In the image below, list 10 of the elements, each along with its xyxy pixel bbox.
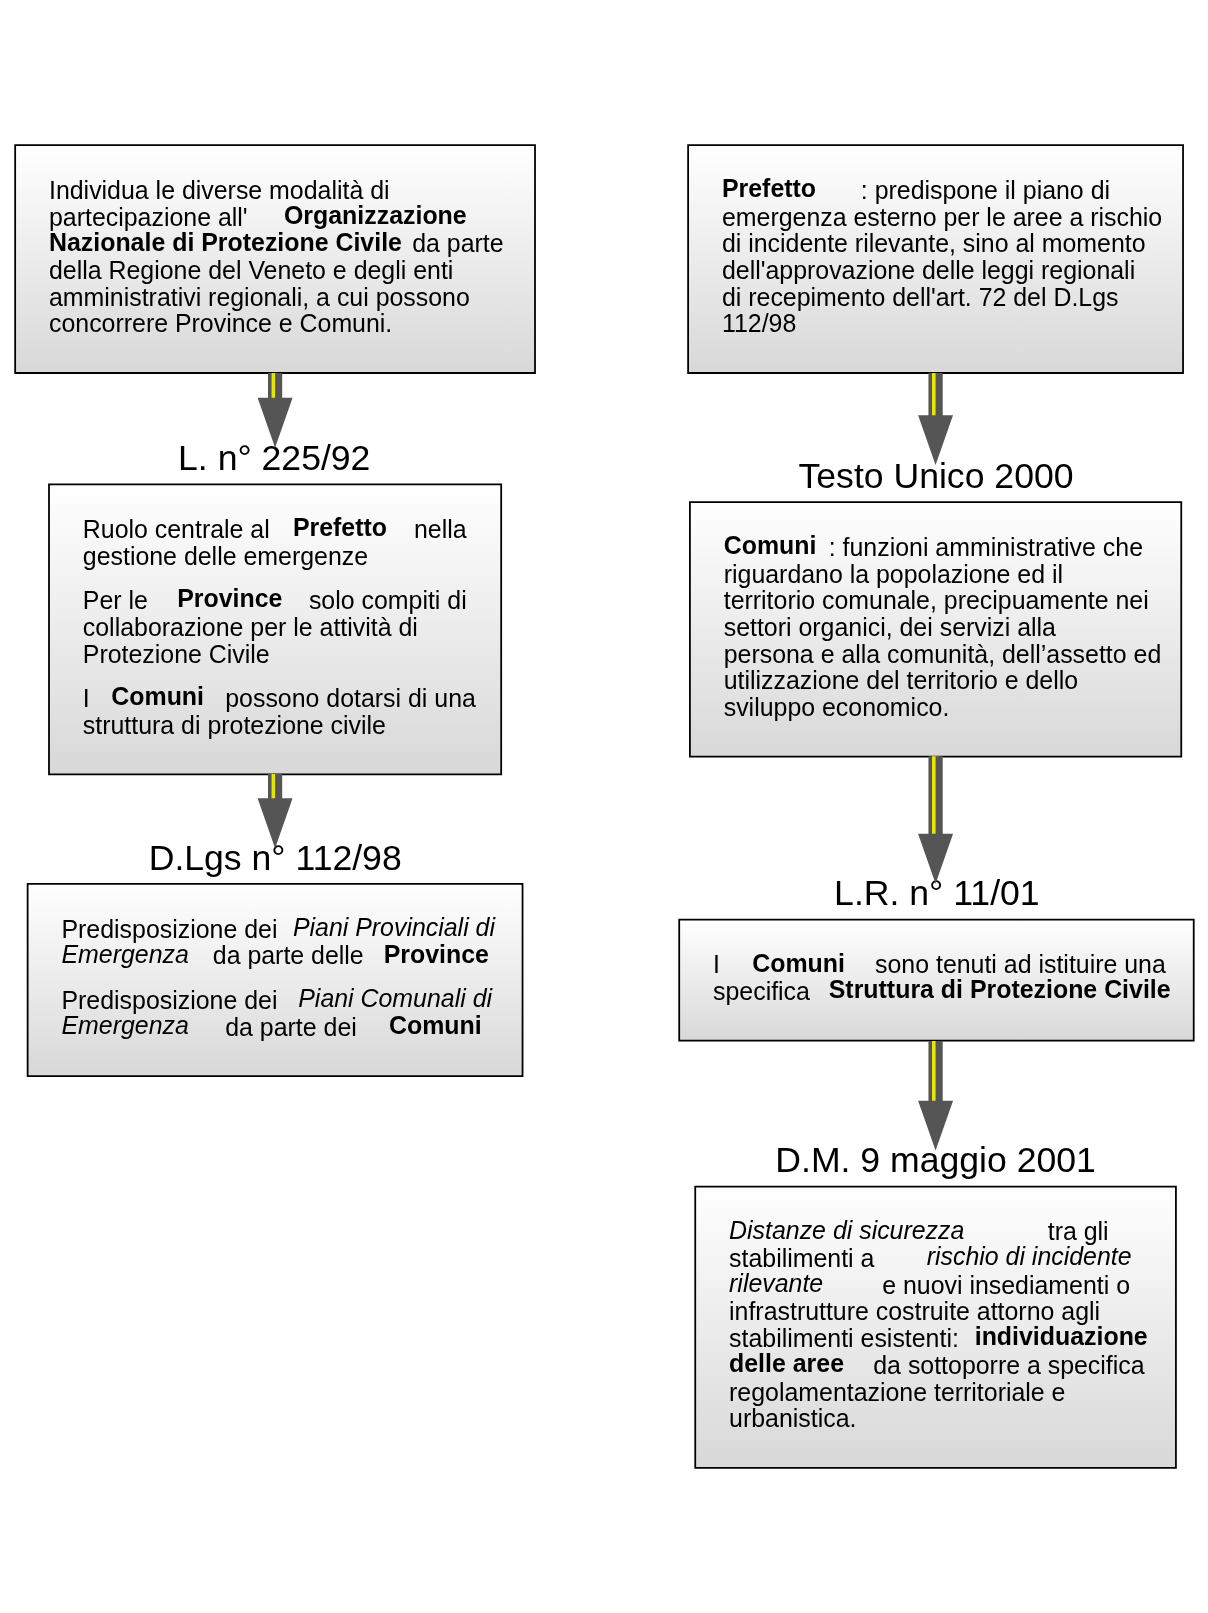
arrow	[918, 373, 954, 466]
arrow	[918, 1041, 954, 1151]
arrow	[918, 756, 954, 884]
arrow	[257, 774, 293, 849]
node-label: L. n° 225/92	[178, 438, 371, 479]
node-label: L.R. n° 11/01	[834, 873, 1040, 914]
node-label: D.Lgs n° 112/98	[148, 837, 402, 878]
node-label: D.M. 9 maggio 2001	[775, 1140, 1096, 1181]
arrow	[257, 373, 293, 448]
node-label: Testo Unico 2000	[798, 455, 1074, 496]
